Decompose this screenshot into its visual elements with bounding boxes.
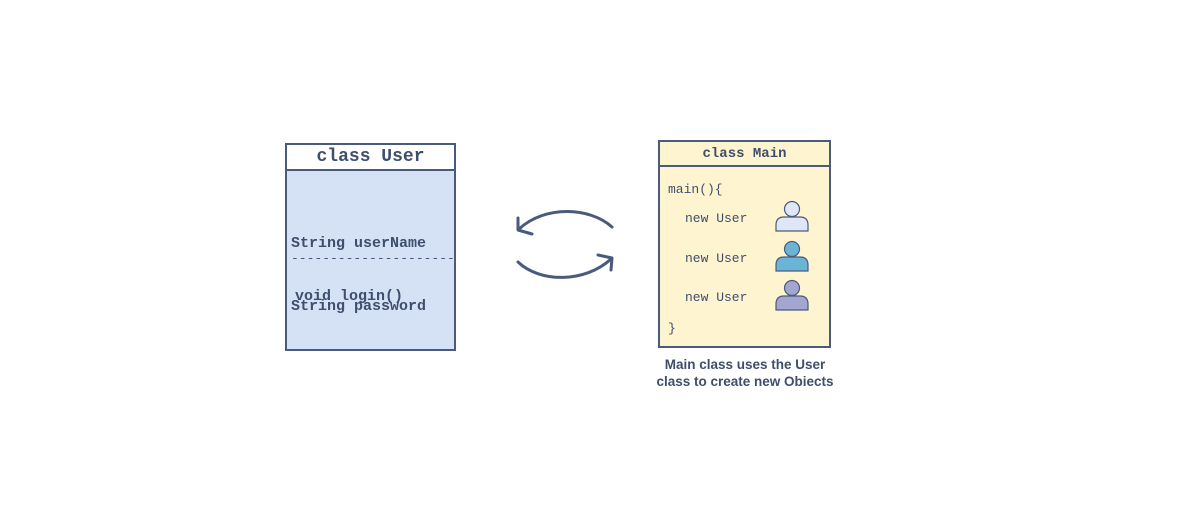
new-user-statement-2: new User	[685, 251, 748, 266]
person-icon	[775, 240, 809, 272]
new-user-statement-1: new User	[685, 211, 748, 226]
caption-line-1: Main class uses the User	[664, 357, 826, 372]
user-class-divider: ---------------------	[291, 251, 455, 266]
cycle-arrows	[516, 210, 614, 279]
user-class-box: class User String userName String passwo…	[285, 143, 456, 351]
user-attr-username: String userName	[291, 235, 427, 252]
diagram-caption: Main class uses the User class to create…	[630, 356, 860, 390]
caption-line-2: class to create new Obiects	[656, 374, 834, 389]
curved-arrow-right-icon	[516, 253, 614, 279]
curved-arrow-left-icon	[516, 210, 614, 236]
person-icon	[775, 200, 809, 232]
user-class-attributes: String userName String password	[291, 191, 426, 359]
main-class-box: class Main main(){ new User new User new…	[658, 140, 831, 348]
main-class-title: class Main	[660, 142, 829, 167]
person-icon	[775, 279, 809, 311]
new-user-statement-3: new User	[685, 290, 748, 305]
main-method-close: }	[668, 321, 676, 336]
main-method-open: main(){	[668, 182, 723, 197]
user-class-title: class User	[287, 145, 454, 171]
user-attr-password: String password	[291, 298, 427, 315]
user-method-login: void login()	[295, 288, 404, 305]
